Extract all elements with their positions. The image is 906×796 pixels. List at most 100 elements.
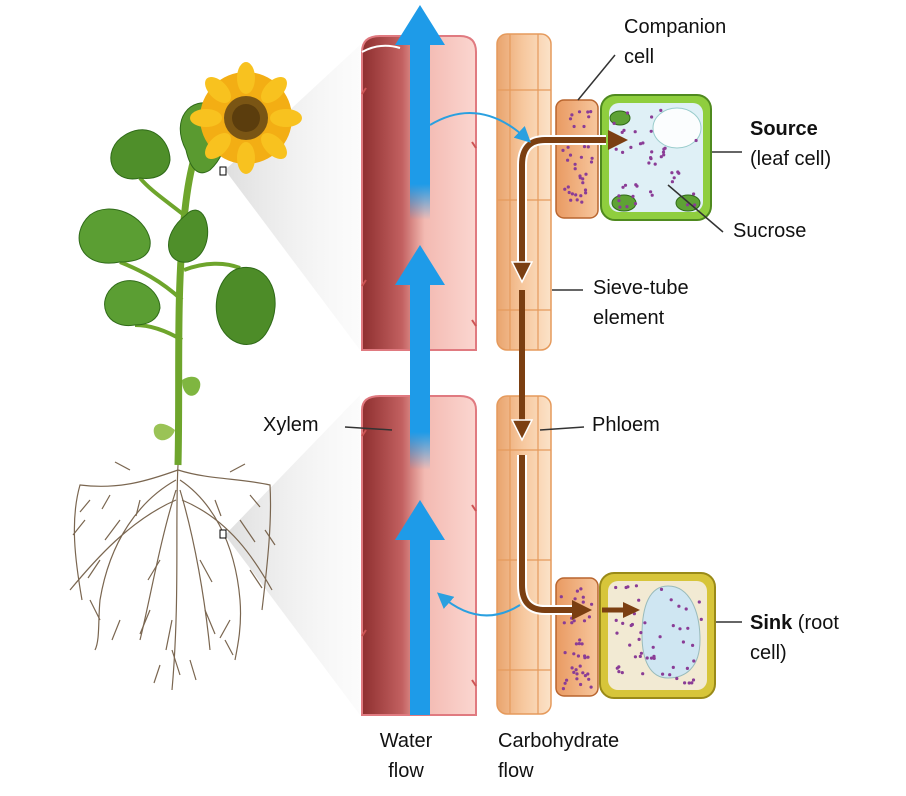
sucrose-dot: [617, 194, 621, 198]
sucrose-dot: [573, 597, 577, 601]
sucrose-dot: [637, 637, 641, 642]
sucrose-dot: [628, 643, 632, 647]
sucrose-dot: [586, 655, 590, 659]
sucrose-dot: [637, 598, 641, 602]
sucrose-dot: [586, 110, 590, 114]
sucrose-dot: [572, 652, 576, 656]
sucrose-dot: [617, 199, 621, 203]
sucrose-dot: [685, 666, 690, 671]
companion-cell-upper: [555, 99, 599, 219]
sucrose-dot: [565, 678, 569, 682]
label-water-flow: Water flow: [370, 726, 442, 786]
sucrose-dot: [631, 194, 635, 198]
sucrose-dot: [681, 640, 686, 644]
sink-root-cell: [599, 572, 716, 699]
sucrose-dot: [581, 600, 585, 604]
sucrose-dot: [570, 113, 574, 117]
sucrose-dot: [672, 176, 676, 180]
sucrose-dot: [634, 183, 638, 187]
label-source-bold: Source: [750, 118, 818, 140]
sucrose-dot: [620, 671, 624, 675]
sucrose-dot: [563, 651, 567, 655]
label-xylem: Xylem: [263, 414, 319, 436]
zoom-fan-top: [225, 45, 360, 350]
sucrose-dot: [649, 129, 653, 133]
sucrose-dot: [575, 589, 580, 593]
sucrose-dot: [643, 621, 647, 625]
label-sink-rest-1: (root: [792, 612, 839, 634]
label-companion-cell: Companion cell: [624, 12, 726, 72]
sucrose-dot: [589, 110, 593, 114]
sucrose-dot: [634, 584, 639, 588]
sucrose-dot: [651, 645, 655, 649]
sucrose-dot: [590, 156, 594, 160]
sucrose-dot: [661, 672, 665, 676]
label-sieve-tube-line1: Sieve-tube: [593, 277, 689, 299]
sucrose-dot: [561, 148, 565, 152]
sucrose-dot: [587, 115, 591, 119]
sucrose-dot: [614, 147, 618, 151]
sucrose-dot: [670, 171, 674, 175]
label-carbohydrate-flow-line2: flow: [498, 760, 534, 782]
sucrose-dot: [582, 619, 587, 623]
sucrose-dot: [583, 188, 588, 192]
sucrose-dot: [650, 193, 654, 197]
sucrose-dot: [659, 155, 663, 159]
sucrose-dot: [614, 618, 618, 623]
sucrose-dot: [559, 595, 563, 599]
sucrose-dot: [612, 121, 616, 125]
sucrose-dot: [678, 627, 682, 631]
sucrose-dot: [622, 128, 626, 132]
water-exchange-arrows: [429, 112, 531, 617]
sucrose-dot: [567, 190, 571, 195]
sucrose-dot: [650, 115, 654, 119]
sucrose-dot: [569, 198, 573, 202]
sucrose-dot: [647, 161, 651, 165]
sucrose-dot: [641, 672, 645, 676]
sucrose-dot: [621, 150, 625, 154]
leader-lines: [344, 54, 742, 623]
sucrose-dot: [663, 146, 667, 150]
sucrose-dot: [658, 635, 662, 639]
sucrose-dot: [578, 176, 582, 180]
label-water-flow-line1: Water: [379, 730, 433, 752]
sucrose-dot: [581, 181, 585, 185]
sucrose-dot: [578, 638, 582, 642]
sucrose-dot: [573, 167, 577, 171]
sucrose-dot: [661, 150, 666, 154]
sucrose-dot: [579, 682, 583, 687]
sucrose-dot: [662, 153, 666, 157]
sunflower-plant-illustration: [78, 62, 302, 466]
label-sink-rest-2: cell): [750, 642, 787, 664]
sucrose-dot: [583, 656, 587, 660]
sucrose-dot: [582, 145, 587, 149]
sucrose-dot: [584, 191, 588, 195]
sucrose-dot: [633, 202, 638, 206]
sucrose-dot: [589, 685, 593, 689]
water-flow-arrows: [395, 5, 445, 715]
label-sieve-tube-line2: element: [593, 307, 665, 329]
sucrose-dot: [579, 155, 584, 159]
sucrose-dot: [633, 655, 638, 659]
carbohydrate-flow-arrow: [510, 130, 640, 620]
sucrose-dot: [583, 674, 588, 678]
sucrose-dot: [683, 681, 687, 685]
sucrose-dot: [653, 162, 657, 166]
sunflower-head: [190, 62, 302, 174]
sucrose-dot: [563, 681, 567, 685]
label-sieve-tube: Sieve-tube element: [593, 273, 689, 333]
sucrose-dot: [626, 585, 630, 589]
sucrose-dot: [586, 145, 590, 149]
sucrose-dot: [641, 141, 645, 145]
sucrose-dot: [669, 598, 673, 602]
sucrose-dot: [699, 617, 703, 622]
sucrose-dot: [618, 205, 622, 209]
sucrose-dot: [579, 194, 583, 198]
sucrose-dot: [691, 643, 695, 648]
sucrose-dot: [572, 670, 576, 675]
sucrose-dot: [581, 177, 585, 181]
sucrose-dot: [589, 160, 594, 164]
sucrose-dot: [625, 205, 629, 209]
sucrose-dot: [623, 183, 628, 187]
